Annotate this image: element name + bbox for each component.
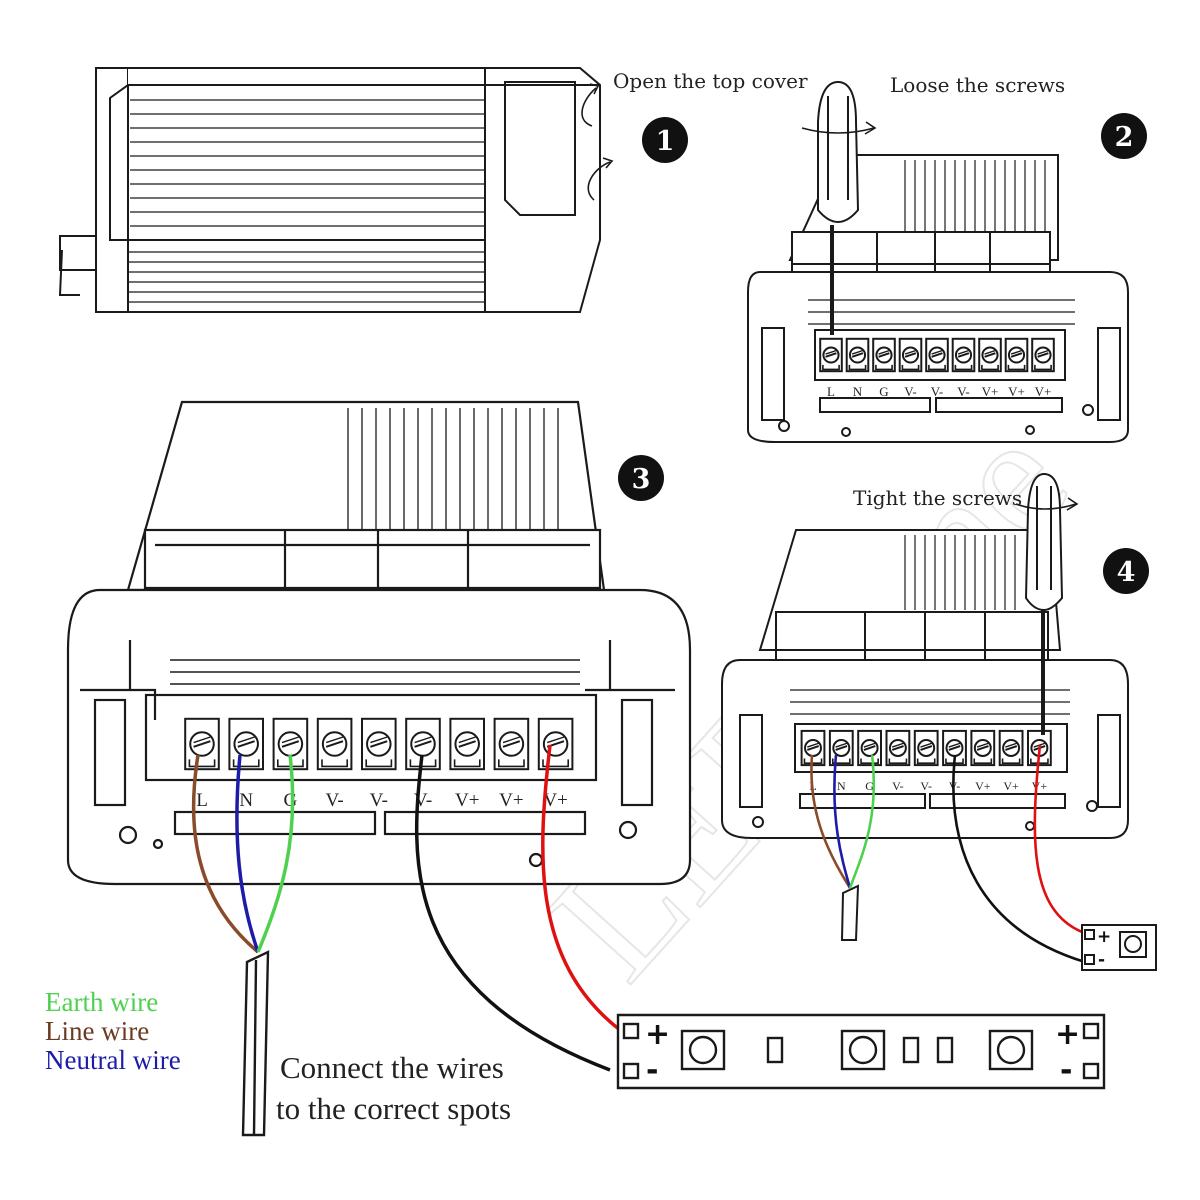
terminal-screw-icon xyxy=(800,729,826,767)
terminal-label: V+ xyxy=(1008,384,1025,399)
terminal-label: N xyxy=(239,790,253,811)
step-3-power-supply xyxy=(66,400,692,886)
terminal-label: G xyxy=(284,790,298,811)
step-4-power-supply xyxy=(721,529,1129,839)
terminal-screw-icon xyxy=(872,337,896,373)
terminal-screw-icon xyxy=(898,337,923,373)
terminal-screw-icon xyxy=(1004,337,1029,373)
step-4-led-strip xyxy=(1081,924,1157,971)
neutral-wire xyxy=(235,754,260,953)
svg-text:2: 2 xyxy=(1115,122,1134,153)
negative-wire xyxy=(414,754,611,1072)
step-3-wires xyxy=(191,744,622,1072)
terminal-label: L xyxy=(196,790,208,811)
terminal-label: V- xyxy=(325,790,343,811)
step-2-screwdriver-icon xyxy=(801,80,877,335)
positive-wire xyxy=(541,744,622,1032)
strip-plus-sign-right: + xyxy=(1055,1017,1080,1052)
step-4-cable xyxy=(840,884,860,941)
instruction-line-2: to the correct spots xyxy=(276,1091,511,1126)
terminal-label: V+ xyxy=(455,790,479,811)
open-cover-arrow-icon xyxy=(581,83,614,201)
step-3-cable xyxy=(241,950,270,1137)
svg-text:3: 3 xyxy=(632,464,651,495)
terminal-label: V+ xyxy=(1003,779,1019,793)
legend-neutral-wire: Neutral wire xyxy=(45,1045,181,1075)
terminal-screw-icon xyxy=(493,717,530,771)
step-3-badge: 3 xyxy=(618,455,664,501)
terminal-screw-icon xyxy=(272,717,309,771)
step-3-led-strip xyxy=(616,1013,1106,1090)
step-4-terminal-block xyxy=(800,729,1052,767)
terminal-screw-icon xyxy=(361,717,397,771)
terminal-screw-icon xyxy=(998,729,1024,767)
terminal-screw-icon xyxy=(951,337,976,373)
terminal-screw-icon xyxy=(857,729,883,767)
step-2-terminal-block: L N G V- V- V- V+ V+ V+ xyxy=(819,337,1055,399)
strip-minus-sign-right: - xyxy=(1060,1053,1072,1088)
step-1-caption: Open the top cover xyxy=(613,69,808,93)
terminal-label: V- xyxy=(920,779,932,793)
terminal-label: N xyxy=(837,779,846,793)
terminal-label: G xyxy=(865,779,874,793)
terminal-label: V+ xyxy=(1035,384,1052,399)
step-4-wires xyxy=(810,744,1086,964)
instruction-line-1: Connect the wires xyxy=(280,1050,504,1085)
terminal-label: V+ xyxy=(982,384,999,399)
earth-wire xyxy=(256,754,295,953)
step-2-badge: 2 xyxy=(1101,113,1147,159)
terminal-label: V- xyxy=(892,779,904,793)
step-2-caption: Loose the screws xyxy=(890,73,1065,97)
svg-text:1: 1 xyxy=(656,126,675,157)
legend-line-wire: Line wire xyxy=(45,1016,149,1046)
terminal-label: V+ xyxy=(499,790,523,811)
terminal-label: V+ xyxy=(1032,779,1048,793)
line-wire xyxy=(191,754,260,954)
step-4-caption: Tight the screws xyxy=(853,486,1022,510)
terminal-label: V- xyxy=(931,384,944,399)
terminal-label: L xyxy=(827,384,835,399)
strip-minus-sign: - xyxy=(646,1053,658,1088)
step-1-badge: 1 xyxy=(642,117,688,163)
svg-text:4: 4 xyxy=(1117,557,1136,588)
step-1-power-supply xyxy=(58,67,601,313)
terminal-label: V+ xyxy=(543,790,567,811)
terminal-screw-icon xyxy=(925,337,949,373)
step-4-badge: 4 xyxy=(1103,548,1149,594)
terminal-screw-icon xyxy=(845,337,870,373)
terminal-screw-icon xyxy=(184,717,220,771)
step-4-strip-plus: + xyxy=(1097,927,1111,947)
terminal-screw-icon xyxy=(449,717,485,771)
terminal-screw-icon xyxy=(942,729,967,767)
step-3-terminal-block xyxy=(184,717,574,771)
terminal-label: V+ xyxy=(975,779,991,793)
terminal-label: V- xyxy=(957,384,970,399)
terminal-screw-icon xyxy=(228,717,264,771)
terminal-screw-icon xyxy=(828,729,854,767)
terminal-screw-icon xyxy=(885,729,911,767)
terminal-screw-icon xyxy=(978,337,1002,373)
step-4-screwdriver-icon xyxy=(1015,472,1079,735)
legend-earth-wire: Earth wire xyxy=(45,987,158,1017)
terminal-screw-icon xyxy=(913,729,939,767)
terminal-screw-icon xyxy=(819,337,843,373)
terminal-label: N xyxy=(853,384,863,399)
terminal-screw-icon xyxy=(537,717,574,771)
strip-plus-sign: + xyxy=(645,1017,670,1052)
terminal-label: V- xyxy=(370,790,388,811)
terminal-label: V- xyxy=(904,384,917,399)
terminal-screw-icon xyxy=(1031,337,1055,373)
step-4-strip-minus: - xyxy=(1098,950,1105,970)
terminal-screw-icon xyxy=(970,729,996,767)
terminal-label: G xyxy=(879,384,888,399)
terminal-screw-icon xyxy=(316,717,353,771)
